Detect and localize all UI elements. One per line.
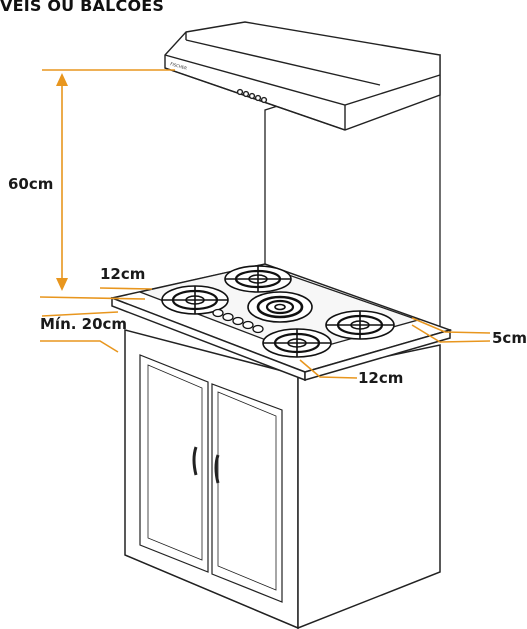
front-clearance-label: 12cm (358, 369, 404, 387)
diagram-title: VEIS OU BALCÕES (0, 0, 165, 15)
right-clearance-leader-a (411, 317, 491, 334)
cabinet (124, 329, 441, 629)
side-clearance-leader (40, 340, 119, 353)
burner-back-center (224, 265, 292, 293)
right-clearance-leader-b (411, 324, 491, 343)
dimension-lines (39, 69, 491, 379)
side-clearance-label: Mín. 20cm (40, 315, 128, 333)
hood-height-arrowhead-down (56, 278, 68, 291)
right-clearance-label: 5cm (492, 329, 527, 347)
control-knobs (212, 308, 264, 334)
back-clearance-line-upper (99, 287, 153, 290)
burner-center-triple (247, 291, 313, 323)
range-hood (164, 21, 441, 131)
burner-front (262, 328, 332, 358)
front-clearance-leader (299, 359, 358, 379)
hood-height-label: 60cm (8, 175, 54, 193)
back-clearance-label: 12cm (100, 265, 146, 283)
side-clearance-line (41, 311, 119, 317)
hood-control-buttons (236, 88, 268, 104)
hood-brand-label: FISCHER (170, 61, 188, 71)
back-clearance-line-lower (39, 296, 146, 300)
hood-height-arrowhead-up (56, 73, 68, 86)
burners (161, 265, 395, 358)
burner-back-left (161, 285, 229, 315)
cabinet-door-handles (192, 446, 220, 484)
burner-right (325, 310, 395, 340)
